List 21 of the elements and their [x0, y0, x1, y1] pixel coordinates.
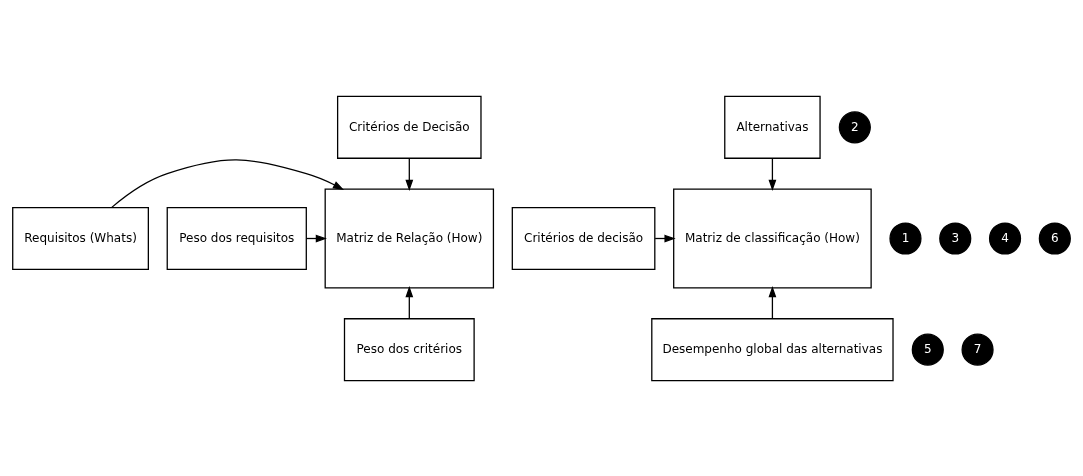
node-circle: 2 [838, 110, 871, 143]
node-box: Requisitos (Whats) [12, 206, 149, 270]
arrow [111, 158, 345, 208]
node-box: Matriz de Relação (How) [324, 188, 495, 288]
node-circle: 4 [988, 221, 1022, 255]
node-circle: 3 [939, 221, 972, 255]
node-circle: 6 [1038, 221, 1071, 255]
arrow [768, 285, 777, 319]
arrow [405, 285, 414, 319]
node-box: Critérios de Decisão [337, 95, 482, 159]
arrow [405, 157, 414, 191]
node-box: Peso dos requisitos [166, 206, 307, 270]
node-circle: 7 [961, 333, 994, 366]
node-box: Critérios de decisão [511, 206, 656, 270]
node-box: Desempenho global das alternativas [651, 317, 894, 381]
node-box: Alternativas [724, 95, 821, 159]
node-circle: 1 [889, 221, 922, 255]
node-box: Matriz de classificação (How) [673, 188, 872, 288]
node-circle: 5 [911, 333, 944, 366]
node-box: Peso dos critérios [343, 317, 475, 381]
arrow [768, 157, 777, 191]
